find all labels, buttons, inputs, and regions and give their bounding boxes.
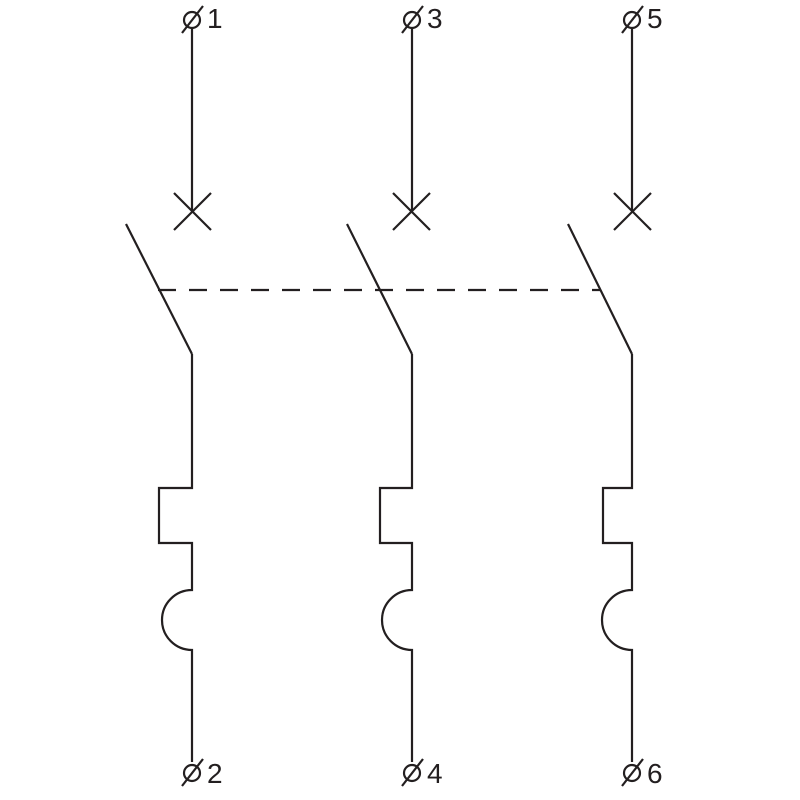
pole-2: 3 4	[346, 3, 443, 789]
terminal-top-5: 5	[621, 3, 663, 34]
terminal-slash-icon	[621, 5, 644, 34]
switch-blade	[125, 223, 193, 355]
terminal-slash-icon	[401, 758, 424, 787]
pole-1: 1 2	[125, 3, 223, 789]
terminal-top-3: 3	[401, 3, 443, 34]
trip-element-path	[378, 354, 414, 762]
terminal-slash-icon	[181, 758, 204, 787]
terminal-bottom-6: 6	[621, 758, 663, 789]
switch-blade	[567, 223, 633, 355]
trip-element-path	[157, 354, 194, 762]
contact-cross-icon	[392, 192, 431, 231]
terminal-slash-icon	[401, 5, 424, 34]
terminal-label-top: 5	[647, 3, 663, 34]
trip-element-path	[600, 354, 634, 762]
terminal-bottom-4: 4	[401, 758, 443, 789]
contact-cross-icon	[173, 192, 212, 231]
terminal-slash-icon	[621, 758, 644, 787]
terminal-label-bottom: 2	[207, 758, 223, 789]
terminal-label-top: 3	[427, 3, 443, 34]
terminal-top-1: 1	[181, 3, 223, 34]
terminal-label-top: 1	[207, 3, 223, 34]
terminal-label-bottom: 4	[427, 758, 443, 789]
pole-3: 5 6	[567, 3, 663, 789]
terminal-bottom-2: 2	[181, 758, 223, 789]
switch-blade	[346, 223, 413, 355]
terminal-label-bottom: 6	[647, 758, 663, 789]
contact-cross-icon	[613, 192, 652, 231]
terminal-slash-icon	[181, 5, 204, 34]
